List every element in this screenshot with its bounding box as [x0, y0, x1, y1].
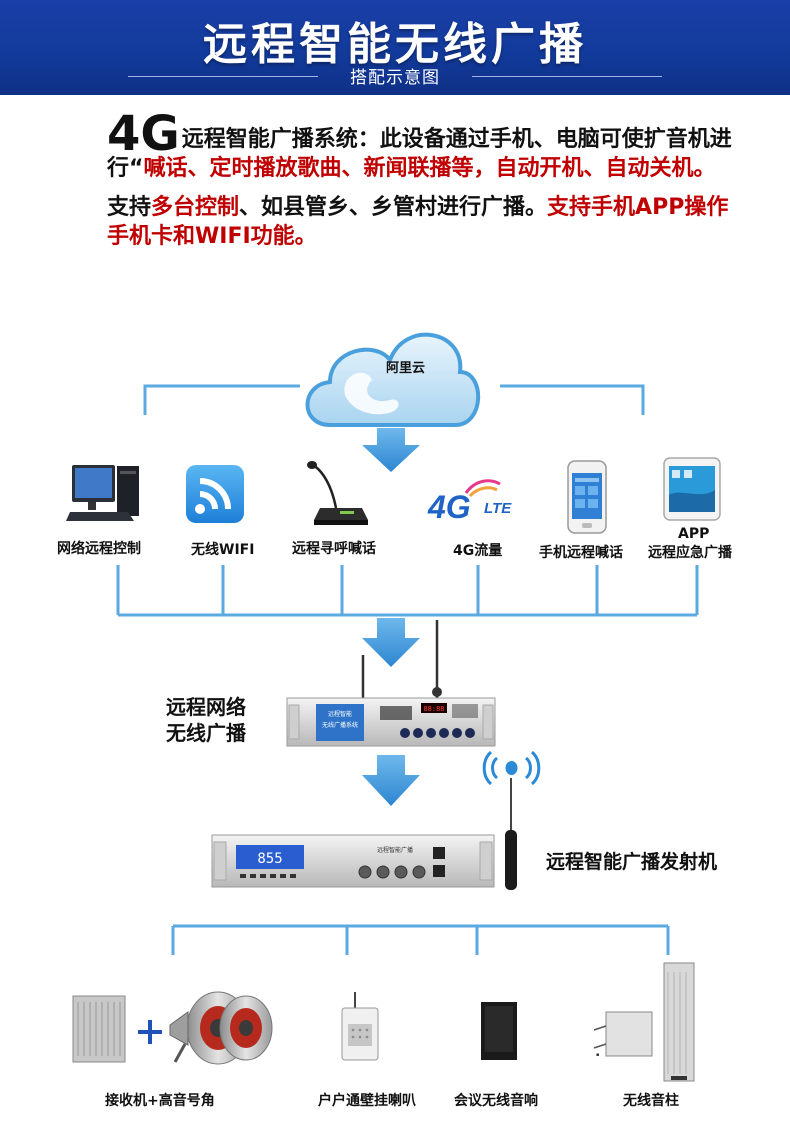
controller-label: 远程网络 无线广播 — [166, 694, 246, 746]
intro-p1-highlight: 喊话、定时播放歌曲、新闻联播等，自动开机、自动关机。 — [143, 156, 716, 181]
input-label-phone: 手机远程喊话 — [539, 545, 623, 561]
intro-p2-text-b: 、如县管乡、乡管村进行广播。 — [239, 195, 548, 220]
arrow-down-icon-3 — [362, 755, 420, 806]
input-label-4g: 4G流量 — [453, 543, 503, 559]
intro-p2-text-a: 支持 — [107, 195, 152, 220]
svg-text:无线广播系统: 无线广播系统 — [322, 721, 358, 729]
svg-text:远程智能广播: 远程智能广播 — [377, 846, 413, 854]
svg-text:855: 855 — [257, 851, 282, 867]
output-connector-lines — [171, 924, 670, 955]
input-label-app: APP — [678, 526, 710, 542]
computer-icon — [66, 465, 139, 521]
arrow-down-icon — [362, 428, 420, 472]
receiver-icon — [72, 995, 126, 1063]
output-label-wall-speaker: 户户通壁挂喇叭 — [318, 1093, 416, 1109]
arrow-down-icon-2 — [362, 618, 420, 667]
cloud-icon — [305, 332, 481, 427]
controller-label-line-1: 远程网络 — [166, 695, 246, 719]
svg-text:远程智能: 远程智能 — [328, 710, 352, 718]
column-speaker-icon: ▪ — [593, 962, 695, 1082]
wall-speaker-icon — [341, 992, 379, 1061]
smartphone-app-icon — [663, 457, 721, 521]
intro-paragraph-1: 4G远程智能广播系统：此设备通过手机、电脑可使扩音机进行“喊话、定时播放歌曲、新… — [107, 110, 747, 183]
input-label-wifi: 无线WIFI — [191, 542, 255, 558]
horn-speaker-icon — [169, 991, 273, 1065]
intro-p2-highlight-2: 支持手机APP操作手机卡和WIFI功能。 — [107, 195, 729, 249]
cloud-label: 阿里云 — [386, 361, 426, 376]
broadcast-transmitter: 855 远程智能广播 — [211, 834, 495, 888]
remote-broadcast-controller: 远程智能 无线广播系统 88:88 — [286, 620, 496, 747]
wireless-signal-icon — [482, 750, 541, 786]
cloud-connector-lines — [143, 384, 645, 415]
input-connector-lines — [116, 565, 699, 617]
page-title: 远程智能无线广播 — [203, 19, 587, 70]
header-banner: 远程智能无线广播 搭配示意图 — [0, 0, 790, 95]
input-label-app-emergency: 远程应急广播 — [648, 545, 732, 561]
intro-4g-heading: 4G — [107, 106, 180, 162]
conference-speaker-icon — [481, 1002, 517, 1060]
intro-paragraph-2: 支持多台控制、如县管乡、乡管村进行广播。支持手机APP操作手机卡和WIFI功能。 — [107, 193, 747, 251]
input-label-web-control: 网络远程控制 — [57, 541, 141, 557]
paging-microphone-icon — [307, 461, 368, 525]
header-divider-right — [472, 76, 662, 77]
input-label-paging: 远程寻呼喊话 — [292, 541, 376, 557]
transmitter-label: 远程智能广播发射机 — [546, 851, 718, 873]
svg-text:88:88: 88:88 — [423, 705, 444, 713]
intro-p2-highlight-1: 多台控制 — [151, 195, 240, 220]
svg-text:LTE: LTE — [484, 500, 512, 517]
output-label-conference-speaker: 会议无线音响 — [454, 1093, 538, 1109]
output-label-column-speaker: 无线音柱 — [623, 1093, 679, 1109]
controller-label-line-2: 无线广播 — [166, 721, 246, 745]
svg-text:4G: 4G — [427, 489, 471, 525]
page-subtitle: 搭配示意图 — [350, 68, 440, 88]
intro-text: 4G远程智能广播系统：此设备通过手机、电脑可使扩音机进行“喊话、定时播放歌曲、新… — [107, 110, 747, 251]
smartphone-icon — [567, 460, 607, 534]
antenna-icon — [505, 778, 517, 890]
output-label-receiver-horn: 接收机+高音号角 — [105, 1093, 215, 1109]
wifi-icon — [186, 465, 244, 523]
svg-text:▪: ▪ — [596, 1052, 599, 1058]
4g-lte-icon: 4G LTE — [427, 479, 512, 525]
intro-p1-text: 远程智能广播系统：此设备通过手机、电脑可使扩音机进行“ — [107, 127, 732, 181]
header-divider-left — [128, 76, 318, 77]
plus-icon — [138, 1020, 162, 1044]
